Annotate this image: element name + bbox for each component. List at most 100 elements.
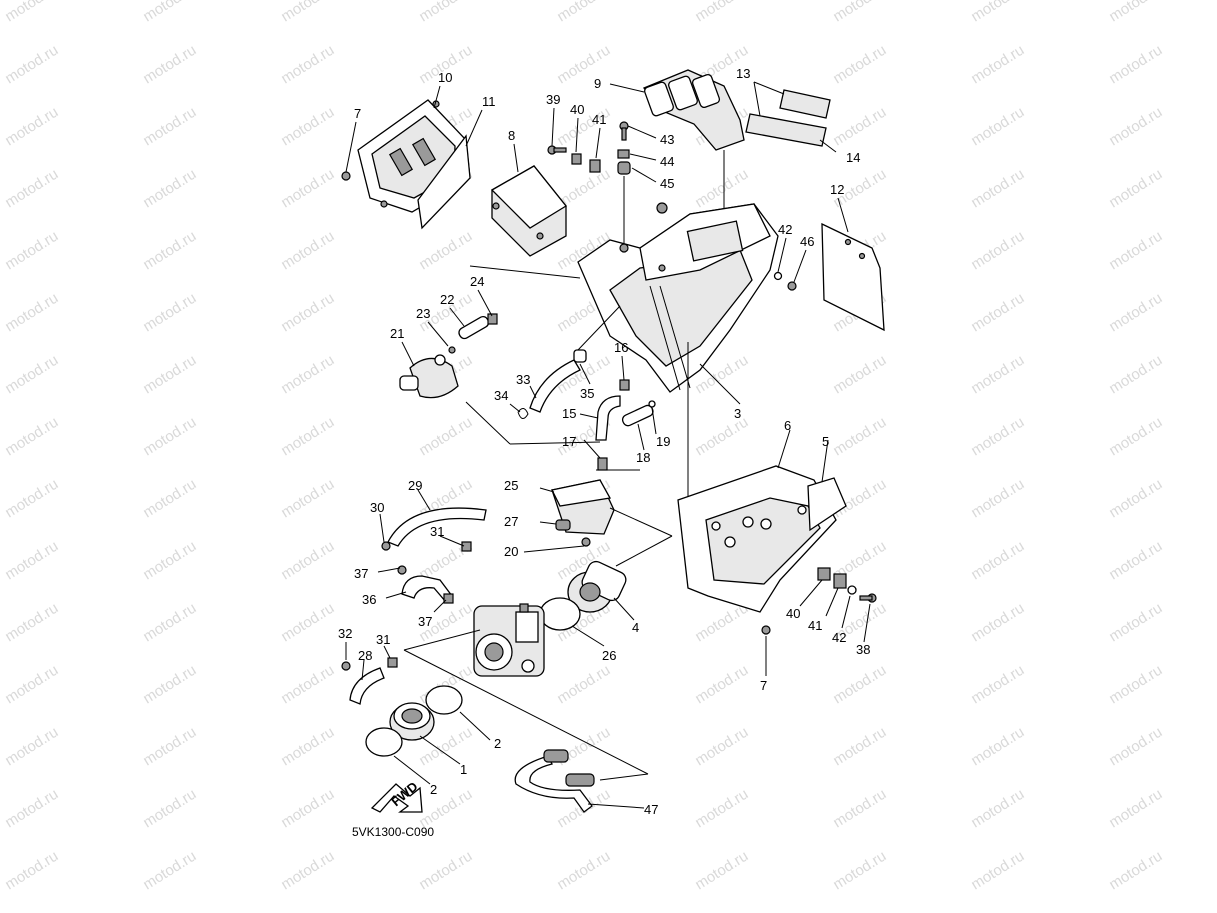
watermark-text: motod.ru — [278, 352, 337, 398]
watermark-text: motod.ru — [692, 0, 751, 25]
callout-27: 27 — [504, 514, 518, 529]
watermark-text: motod.ru — [968, 414, 1027, 460]
callout-18: 18 — [636, 450, 650, 465]
callout-42b: 42 — [832, 630, 846, 645]
part-nut-46 — [787, 281, 797, 291]
part-hose-15 — [595, 395, 621, 441]
watermark-text: motod.ru — [830, 662, 889, 708]
callout-17: 17 — [562, 434, 576, 449]
part-joint — [567, 560, 627, 613]
callout-22: 22 — [440, 292, 454, 307]
watermark-text: motod.ru — [830, 352, 889, 398]
watermark-text: motod.ru — [278, 290, 337, 336]
callout-5: 5 — [822, 434, 829, 449]
watermark-text: motod.ru — [968, 290, 1027, 336]
watermark-text: motod.ru — [416, 0, 475, 25]
watermark-text: motod.ru — [278, 42, 337, 88]
part-clip-23 — [448, 346, 456, 354]
callout-41: 41 — [592, 112, 606, 127]
watermark-text: motod.ru — [2, 786, 61, 832]
watermark-text: motod.ru — [554, 42, 613, 88]
part-clip-37a — [397, 565, 407, 575]
callout-40: 40 — [570, 102, 584, 117]
part-clip-30 — [381, 541, 391, 551]
watermark-text: motod.ru — [554, 0, 613, 25]
watermark-text: motod.ru — [692, 910, 751, 913]
watermark-text: motod.ru — [1106, 910, 1165, 913]
callout-19: 19 — [656, 434, 670, 449]
part-air-filter — [490, 165, 567, 257]
watermark-text: motod.ru — [1106, 104, 1165, 150]
watermark-text: motod.ru — [968, 166, 1027, 212]
watermark-text: motod.ru — [140, 786, 199, 832]
watermark-text: motod.ru — [692, 166, 751, 212]
watermark-text: motod.ru — [554, 910, 613, 913]
watermark-text: motod.ru — [2, 848, 61, 894]
watermark-text: motod.ru — [830, 786, 889, 832]
watermark-text: motod.ru — [140, 476, 199, 522]
watermark-text: motod.ru — [968, 724, 1027, 770]
watermark-text: motod.ru — [830, 910, 889, 913]
watermark-text: motod.ru — [416, 228, 475, 274]
callout-31a: 31 — [430, 524, 444, 539]
watermark-text: motod.ru — [140, 600, 199, 646]
watermark-text: motod.ru — [2, 228, 61, 274]
callout-16: 16 — [614, 340, 628, 355]
watermark-text: motod.ru — [278, 910, 337, 913]
watermark-text: motod.ru — [1106, 352, 1165, 398]
watermark-text: motod.ru — [554, 662, 613, 708]
callout-12: 12 — [830, 182, 844, 197]
callout-4: 4 — [632, 620, 639, 635]
part-hose-29 — [387, 507, 487, 547]
watermark-text: motod.ru — [2, 290, 61, 336]
watermark-text: motod.ru — [968, 352, 1027, 398]
watermark-text: motod.ru — [278, 414, 337, 460]
part-throttle-body — [473, 603, 545, 677]
callout-31b: 31 — [376, 632, 390, 647]
part-hose-18 — [621, 404, 654, 427]
watermark-text: motod.ru — [830, 42, 889, 88]
watermark-text: motod.ru — [1106, 166, 1165, 212]
watermark-text: motod.ru — [968, 228, 1027, 274]
watermark-text: motod.ru — [692, 848, 751, 894]
watermark-text: motod.ru — [2, 42, 61, 88]
callout-23: 23 — [416, 306, 430, 321]
part-clip-31a — [461, 541, 472, 552]
part-clip-37b — [443, 593, 454, 604]
part-fitting-47a — [543, 749, 569, 763]
watermark-text: motod.ru — [692, 414, 751, 460]
watermark-text: motod.ru — [1106, 600, 1165, 646]
part-side-plate — [821, 222, 885, 332]
watermark-text: motod.ru — [968, 476, 1027, 522]
watermark-text: motod.ru — [1106, 414, 1165, 460]
callout-20: 20 — [504, 544, 518, 559]
watermark-text: motod.ru — [416, 414, 475, 460]
callout-14: 14 — [846, 150, 860, 165]
part-seal-14 — [745, 113, 827, 147]
watermark-text: motod.ru — [1106, 0, 1165, 25]
watermark-text: motod.ru — [140, 228, 199, 274]
watermark-text: motod.ru — [278, 538, 337, 584]
part-washer-42 — [773, 271, 783, 281]
callout-13: 13 — [736, 66, 750, 81]
watermark-text: motod.ru — [2, 910, 61, 913]
callout-41b: 41 — [808, 618, 822, 633]
watermark-text: motod.ru — [968, 600, 1027, 646]
watermark-text: motod.ru — [1106, 662, 1165, 708]
watermark-text: motod.ru — [2, 0, 61, 25]
watermark-text: motod.ru — [416, 910, 475, 913]
watermark-text: motod.ru — [278, 228, 337, 274]
watermark-text: motod.ru — [2, 724, 61, 770]
callout-29: 29 — [408, 478, 422, 493]
callout-7b: 7 — [760, 678, 767, 693]
watermark-text: motod.ru — [278, 786, 337, 832]
watermark-text: motod.ru — [968, 848, 1027, 894]
watermark-text: motod.ru — [140, 290, 199, 336]
part-hardware-right — [761, 567, 877, 635]
part-gasket — [417, 134, 471, 230]
fwd-arrow: FWD — [370, 779, 423, 813]
watermark-text: motod.ru — [692, 724, 751, 770]
callout-8: 8 — [508, 128, 515, 143]
part-gasket-5 — [807, 477, 847, 532]
